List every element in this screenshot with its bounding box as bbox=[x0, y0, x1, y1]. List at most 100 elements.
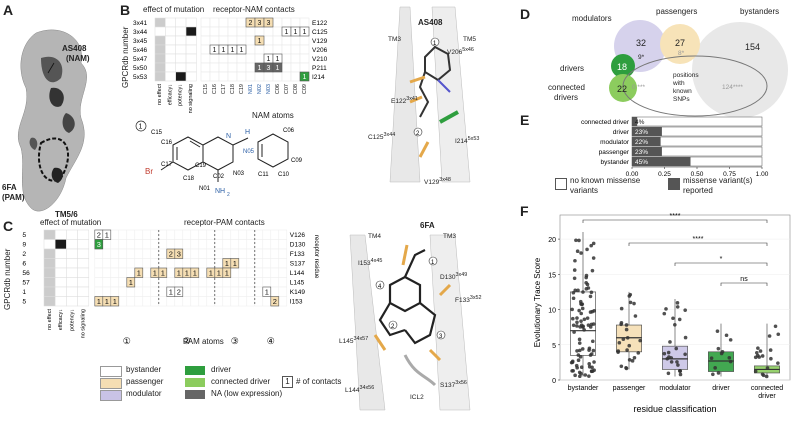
c-contact-value: 2 bbox=[97, 231, 101, 240]
c-contact-bg bbox=[214, 239, 224, 250]
pam-3d-icl2: ICL2 bbox=[410, 394, 424, 401]
c-contact-bg bbox=[142, 267, 152, 278]
c-effect-cell bbox=[43, 258, 56, 269]
b-contact-bg bbox=[254, 53, 265, 64]
c-contact-bg bbox=[166, 239, 176, 250]
f-point bbox=[767, 334, 772, 338]
f-point bbox=[585, 316, 590, 320]
c-contact-cell bbox=[270, 296, 280, 307]
b-contact-bg bbox=[218, 53, 229, 64]
b-contact-cell bbox=[254, 35, 265, 46]
c-effect-cell bbox=[66, 239, 78, 250]
f-point bbox=[582, 328, 586, 332]
svg-text:3: 3 bbox=[439, 334, 443, 340]
f-point bbox=[584, 280, 588, 285]
f-point bbox=[573, 258, 577, 263]
b-right-label: E122 bbox=[312, 20, 328, 27]
f-sig-label: * bbox=[720, 256, 723, 263]
panel-a-pam-label-1: 6FA bbox=[2, 183, 17, 192]
nam-3d-v129: V1293x48 bbox=[424, 177, 451, 187]
panel-d-connected-2: drivers bbox=[554, 93, 579, 102]
c-group-label: ④ bbox=[267, 336, 275, 346]
pam-3d-l145: L14534x57 bbox=[339, 336, 369, 346]
f-point bbox=[577, 370, 582, 375]
e-bar-variant bbox=[632, 147, 662, 156]
f-point bbox=[677, 369, 682, 373]
c-contact-bg bbox=[158, 248, 168, 259]
c-contact-bg bbox=[254, 229, 264, 240]
c-contact-cell bbox=[134, 267, 144, 278]
c-contact-bg bbox=[94, 248, 104, 259]
panel-d-connected-1: connected bbox=[548, 83, 585, 92]
c-contact-bg bbox=[142, 296, 152, 307]
c-contact-cell bbox=[102, 229, 112, 240]
f-point bbox=[586, 286, 591, 290]
e-category-label: connected driver bbox=[581, 119, 630, 126]
c-contact-bg bbox=[102, 286, 112, 297]
b-effect-cell bbox=[165, 35, 176, 46]
c-contact-value: 1 bbox=[185, 269, 189, 278]
panel-b-letter: B bbox=[120, 2, 131, 18]
f-point bbox=[666, 350, 671, 355]
f-point bbox=[765, 366, 770, 370]
b-effect-cell bbox=[165, 71, 176, 82]
f-point bbox=[624, 366, 629, 371]
b-contact-value: 1 bbox=[294, 29, 298, 36]
c-contact-bg bbox=[110, 286, 120, 297]
svg-text:N01: N01 bbox=[199, 186, 211, 192]
c-contact-bg bbox=[246, 229, 256, 240]
c-contact-bg bbox=[110, 258, 120, 269]
f-point bbox=[711, 372, 715, 377]
b-effect-label: potency↓ bbox=[178, 84, 184, 106]
f-point bbox=[630, 359, 635, 363]
c-right-label: I153 bbox=[290, 299, 303, 306]
f-point bbox=[753, 369, 758, 374]
b-effect-cell bbox=[175, 17, 187, 28]
c-effect-cell bbox=[66, 286, 78, 297]
legend-contacts: # of contacts bbox=[296, 377, 342, 386]
legend-modulator: modulator bbox=[126, 389, 162, 398]
c-right-label: L144 bbox=[290, 270, 305, 277]
c-contact-cell bbox=[110, 296, 120, 307]
c-contact-bg bbox=[182, 258, 192, 269]
f-point bbox=[675, 305, 680, 309]
c-contact-bg bbox=[214, 277, 224, 288]
e-tick-label: 0.50 bbox=[691, 171, 704, 178]
c-contact-bg bbox=[174, 296, 184, 307]
f-point bbox=[577, 308, 581, 313]
legend-passenger: passenger bbox=[126, 377, 164, 386]
c-contact-bg bbox=[278, 296, 288, 307]
legend-na: NA (low expression) bbox=[211, 389, 283, 398]
c-contact-bg bbox=[230, 248, 240, 259]
c-contact-cell bbox=[174, 248, 184, 259]
f-point bbox=[632, 301, 636, 306]
b-contact-bg bbox=[281, 62, 292, 73]
f-sig-bracket bbox=[628, 242, 768, 246]
nam-structure-3d: 2 1 bbox=[389, 6, 471, 183]
e-bar-variant bbox=[632, 127, 662, 136]
b-right-label: V206 bbox=[312, 47, 328, 54]
c-contact-bg bbox=[182, 239, 192, 250]
c-contact-bg bbox=[190, 239, 200, 250]
b-contact-bg bbox=[236, 26, 247, 37]
f-point bbox=[662, 311, 667, 316]
panel-b-contacts-title: receptor-NAM contacts bbox=[213, 5, 295, 14]
b-effect-cell bbox=[185, 71, 197, 82]
c-effect-cell bbox=[66, 248, 78, 259]
c-contact-bg bbox=[198, 277, 208, 288]
f-x-tick-label: bystander bbox=[568, 385, 599, 392]
panel-a-letter: A bbox=[3, 2, 14, 18]
e-category-label: modulator bbox=[600, 139, 630, 146]
b-contact-bg bbox=[209, 35, 220, 46]
c-contact-bg bbox=[110, 267, 120, 278]
panel-d-n-bys: 154 bbox=[745, 42, 761, 52]
c-contact-bg bbox=[118, 229, 128, 240]
c-contact-bg bbox=[278, 258, 288, 269]
c-contact-bg bbox=[174, 258, 184, 269]
pam-3d-d130: D1303x49 bbox=[440, 272, 468, 282]
c-contact-bg bbox=[262, 248, 272, 259]
f-point bbox=[713, 366, 717, 370]
panel-e-legend-yes-swatch bbox=[668, 178, 680, 190]
c-effect-cell bbox=[66, 296, 78, 307]
